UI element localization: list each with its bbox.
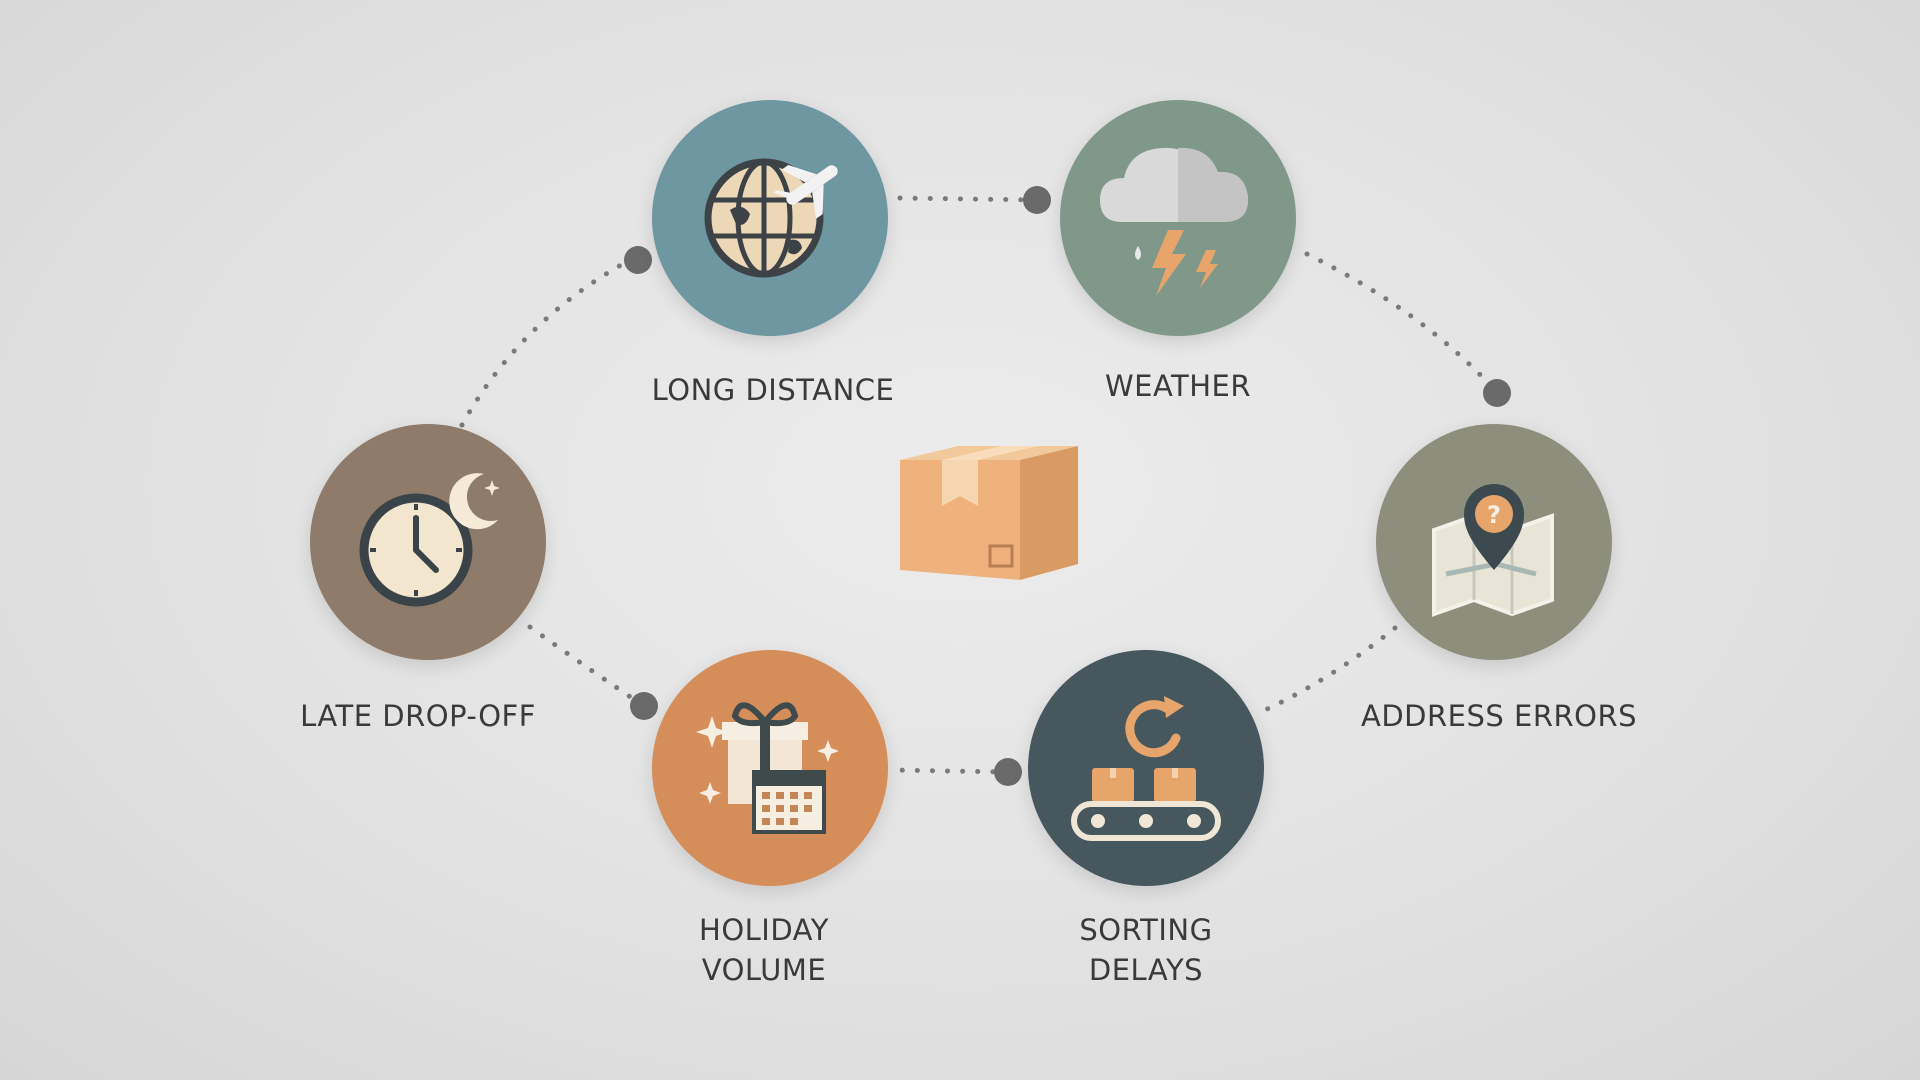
connector-late-long	[459, 257, 633, 428]
node-long-distance	[652, 100, 888, 336]
center-package	[880, 430, 1100, 590]
node-label-line: SORTING	[1079, 913, 1213, 947]
node-address-errors: ?	[1376, 424, 1612, 660]
conveyor-belt-icon	[1071, 696, 1221, 841]
node-label-line: HOLIDAY	[699, 913, 829, 947]
connector-dot	[630, 692, 658, 720]
connector-address-sorting	[1262, 625, 1398, 713]
node-label-long-distance: LONG DISTANCE	[651, 373, 895, 407]
globe-airplane-icon	[704, 158, 838, 278]
node-sorting-delays	[1028, 650, 1264, 886]
connector-weather-address	[1304, 251, 1493, 388]
map-pin-question-icon: ?	[1432, 484, 1554, 617]
connector-dot	[994, 758, 1022, 786]
connector-sorting-holiday	[889, 767, 1011, 775]
clock-moon-icon	[359, 473, 500, 607]
node-label-address-errors: ADDRESS ERRORS	[1360, 699, 1637, 733]
node-label-line: DELAYS	[1088, 953, 1204, 987]
connector-dot	[1483, 379, 1511, 407]
connector-dot	[624, 246, 652, 274]
node-label-weather: WEATHER	[1104, 369, 1252, 403]
connector-holiday-late	[527, 624, 647, 709]
node-label-line: VOLUME	[701, 953, 827, 987]
node-label-holiday-volume: HOLIDAY VOLUME	[594, 910, 934, 990]
node-label-late-drop-off: LATE DROP-OFF	[300, 699, 536, 733]
connector-long-distance-weather	[897, 195, 1040, 203]
connector-dot	[1023, 186, 1051, 214]
svg-text:?: ?	[1487, 501, 1501, 529]
node-late-drop-off	[310, 424, 546, 660]
cardboard-box-icon	[900, 446, 1078, 580]
gift-calendar-icon	[696, 702, 839, 834]
node-label-sorting-delays: SORTING DELAYS	[976, 910, 1316, 990]
node-weather	[1060, 100, 1296, 336]
node-holiday-volume	[652, 650, 888, 886]
storm-cloud-icon	[1100, 147, 1249, 296]
